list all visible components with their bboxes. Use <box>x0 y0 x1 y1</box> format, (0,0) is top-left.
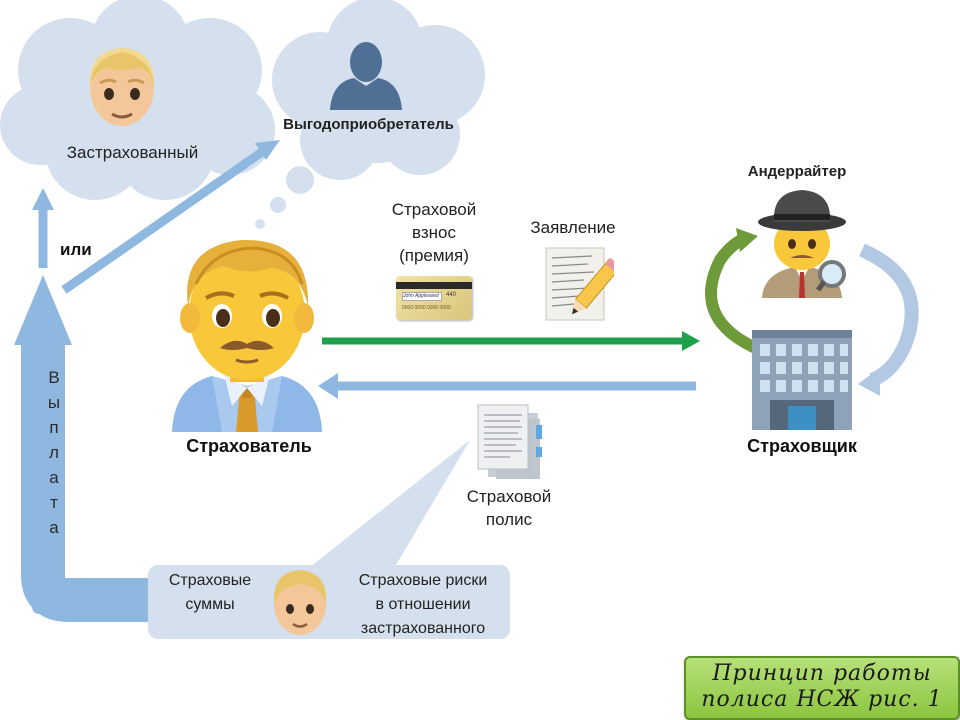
insured-sums-label: Страховые суммы <box>150 569 270 617</box>
payout-letter: п <box>49 418 59 437</box>
insurer-building-icon <box>752 330 852 430</box>
credit-card-icon: John Appleseed 440 0000 0000 0000 0000 <box>396 276 472 320</box>
policy-callout-pointer <box>300 440 470 575</box>
caption-line: Принцип работы <box>712 661 932 686</box>
insured-risks-label: Страховые риски в отношении застрахованн… <box>336 569 510 641</box>
policy-document-icon <box>477 404 542 479</box>
application-document-icon <box>545 247 614 321</box>
payout-letter: а <box>49 468 59 487</box>
beneficiary-silhouette-icon <box>330 42 402 110</box>
policy-line: полис <box>485 510 533 529</box>
or-label: или <box>60 240 92 259</box>
arrow-to-beneficiary-head <box>255 140 280 160</box>
payout-letter: В <box>48 368 60 387</box>
sums-line: суммы <box>185 596 235 613</box>
card-signature: John Appleseed <box>402 292 442 301</box>
policy-details-box <box>148 565 510 639</box>
premium-line: (премия) <box>399 246 469 265</box>
underwriter-label: Андеррайтер <box>747 163 847 180</box>
premium-line: Страховой <box>391 200 477 219</box>
payout-letter: т <box>50 493 58 512</box>
policyholder-label: Страхователь <box>186 436 312 456</box>
caption-line: полиса НСЖ рис. 1 <box>701 687 943 712</box>
card-number: 0000 0000 0000 0000 <box>402 305 451 311</box>
risks-line: застрахованного <box>360 620 486 637</box>
premium-line: взнос <box>412 223 456 242</box>
insured-cloud <box>0 0 275 200</box>
arrow-to-insured-head <box>32 188 54 210</box>
policyholder-man-icon <box>172 239 322 432</box>
payout-letter: ы <box>47 393 61 412</box>
underwriter-detective-icon <box>758 190 846 298</box>
caption-badge: Принцип работы полиса НСЖ рис. 1 <box>684 656 960 720</box>
payout-letter: л <box>49 443 59 462</box>
card-code: 440 <box>446 292 457 298</box>
cycle-arrow-blue <box>859 243 919 387</box>
beneficiary-label: Выгодоприобретатель <box>283 116 454 133</box>
insured-label: Застрахованный <box>66 143 199 162</box>
payout-letter: а <box>49 518 59 537</box>
premium-label: Страховой взнос (премия) <box>372 198 496 267</box>
policy-label: Страховой полис <box>450 485 568 531</box>
sums-line: Страховые <box>168 572 252 589</box>
risks-line: в отношении <box>375 596 471 613</box>
cycle-arrow-green <box>705 232 763 356</box>
insured-person-icon <box>89 48 155 126</box>
insurer-label: Страховщик <box>747 436 857 456</box>
risks-line: Страховые риски <box>358 572 488 589</box>
payout-arrowhead <box>14 275 72 345</box>
application-label: Заявление <box>530 218 616 237</box>
thought-bubbles <box>255 166 314 229</box>
insured-person-small-icon <box>273 570 327 635</box>
policy-line: Страховой <box>466 487 552 506</box>
